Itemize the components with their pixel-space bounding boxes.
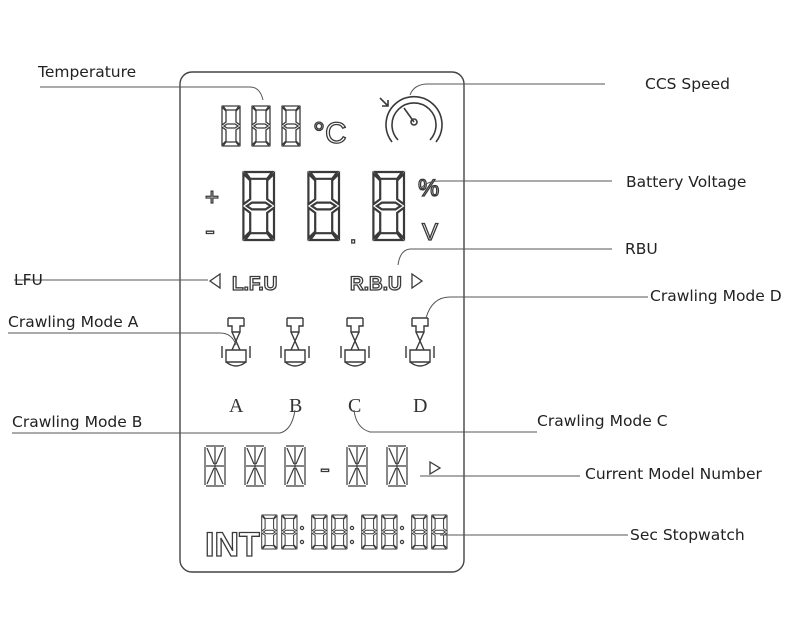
plus-sign: + [205, 184, 219, 211]
crawler-icons [221, 317, 435, 367]
label-current-model-number: Current Model Number [585, 465, 763, 483]
voltage-digits [242, 170, 406, 242]
mode-letter-d: D [413, 395, 427, 417]
mode-letter-a: A [229, 395, 244, 417]
volt-unit: V [422, 219, 438, 246]
decimal-point: . [349, 217, 357, 250]
lfu-lcd-label: L.F.U [232, 274, 277, 295]
stopwatch-digits [261, 514, 448, 550]
label-ccs-speed: CCS Speed [645, 75, 730, 93]
play-arrow-icon [429, 460, 442, 476]
mode-letter-b: B [289, 395, 302, 417]
crawler-c-icon [340, 317, 370, 367]
label-crawling-mode-d: Crawling Mode D [650, 287, 782, 305]
leader-rbu [397, 248, 612, 266]
leader-ccs-speed [409, 83, 605, 96]
label-temperature: Temperature [37, 63, 136, 81]
model-number-digits [204, 445, 408, 487]
model-number-dash: - [320, 452, 330, 485]
leader-crawling-mode-a [8, 332, 237, 346]
crawler-d-icon [405, 317, 435, 367]
right-arrow-icon [411, 272, 424, 290]
speedometer-icon [379, 95, 443, 143]
temperature-digits [221, 105, 301, 147]
temperature-unit: °C [313, 117, 347, 150]
leader-battery-voltage [419, 180, 612, 191]
rbu-lcd-label: R.B.U [350, 274, 402, 295]
lcd-frame [179, 71, 465, 573]
left-arrow-icon [208, 272, 221, 290]
mode-letter-c: C [348, 395, 361, 417]
leader-lines [8, 83, 648, 536]
label-crawling-mode-a: Crawling Mode A [8, 313, 139, 331]
minus-sign: - [205, 214, 215, 247]
int-label: INT [205, 526, 260, 564]
label-battery-voltage: Battery Voltage [626, 173, 746, 191]
label-crawling-mode-b: Crawling Mode B [12, 413, 142, 431]
leader-temperature [40, 86, 264, 101]
label-sec-stopwatch: Sec Stopwatch [630, 526, 745, 544]
crawler-b-icon [280, 317, 310, 367]
label-lfu: LFU [14, 271, 43, 289]
leader-crawling-mode-c [353, 409, 537, 433]
leader-crawling-mode-b [12, 409, 296, 434]
label-rbu: RBU [625, 240, 658, 258]
label-crawling-mode-c: Crawling Mode C [537, 412, 668, 430]
crawler-a-icon [221, 317, 251, 367]
leader-crawling-mode-d [425, 296, 648, 319]
